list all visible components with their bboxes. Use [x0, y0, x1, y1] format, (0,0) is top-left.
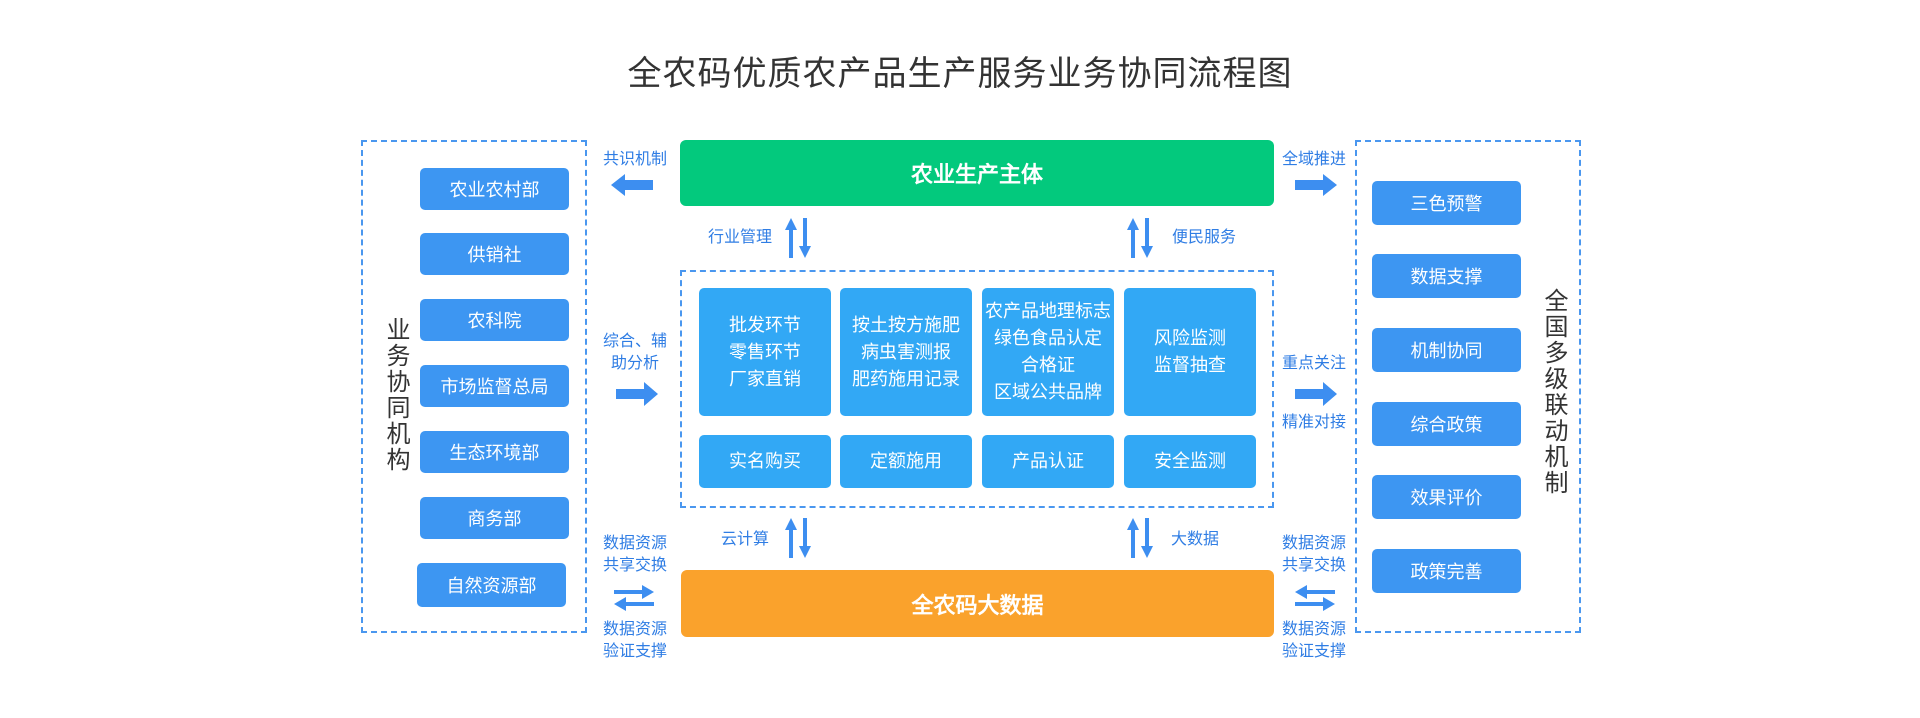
- left-panel: [361, 140, 587, 633]
- right-item-3: 综合政策: [1372, 402, 1521, 446]
- right-item-4: 效果评价: [1372, 475, 1521, 519]
- left-item-3: 市场监督总局: [420, 365, 569, 407]
- right-item-1: 数据支撑: [1372, 254, 1521, 298]
- tile-text: 厂家直销: [729, 368, 801, 390]
- label-bl-verify-1: 数据资源: [602, 619, 667, 638]
- label-focus: 重点关注: [1281, 353, 1346, 372]
- label-br-share-2: 共享交换: [1281, 555, 1346, 574]
- tile-footer-product-cert: 产品认证: [982, 435, 1114, 488]
- tile-fertilization: 按土按方施肥 病虫害测报 肥药施用记录: [840, 288, 972, 416]
- page-title: 全农码优质农产品生产服务业务协同流程图: [627, 54, 1293, 94]
- top-band-production-entity: 农业生产主体: [680, 140, 1274, 206]
- tile-text: 肥药施用记录: [852, 368, 960, 390]
- left-item-6: 自然资源部: [417, 563, 566, 607]
- tile-text: 风险监测: [1154, 328, 1226, 349]
- label-global-push: 全域推进: [1281, 149, 1346, 168]
- left-item-5: 商务部: [420, 497, 569, 539]
- tile-footer-quota-use: 定额施用: [840, 435, 972, 488]
- bottom-band-big-data: 全农码大数据: [681, 570, 1274, 637]
- arrow-right-icon: [1295, 382, 1337, 406]
- label-consensus: 共识机制: [602, 149, 667, 168]
- label-public-service: 便民服务: [1171, 227, 1236, 246]
- left-item-4: 生态环境部: [420, 431, 569, 473]
- right-item-0: 三色预警: [1372, 181, 1521, 225]
- left-panel-title: 业务协同机构: [382, 317, 410, 473]
- exchange-arrows-icon: [614, 585, 654, 611]
- label-br-verify-1: 数据资源: [1281, 619, 1346, 638]
- label-analysis-2: 助分析: [610, 353, 659, 372]
- tile-text: 按土按方施肥: [852, 314, 960, 336]
- tile-text: 批发环节: [729, 314, 801, 336]
- arrow-left-icon: [611, 174, 653, 196]
- left-item-1: 供销社: [420, 233, 569, 275]
- tile-risk-monitoring: 风险监测 监督抽查: [1124, 288, 1256, 416]
- right-item-5: 政策完善: [1372, 549, 1521, 593]
- label-industry-management: 行业管理: [707, 227, 772, 246]
- tile-footer-safety-monitoring: 安全监测: [1124, 435, 1256, 488]
- label-analysis-1: 综合、辅: [602, 331, 667, 350]
- up-down-arrows-icon: [1127, 518, 1153, 558]
- right-item-2: 机制协同: [1372, 328, 1521, 372]
- label-cloud-computing: 云计算: [720, 529, 769, 548]
- tile-certification: 农产品地理标志 绿色食品认定 合格证 区域公共品牌: [982, 288, 1114, 416]
- left-item-2: 农科院: [420, 299, 569, 341]
- label-br-share-1: 数据资源: [1281, 533, 1346, 552]
- arrow-right-icon: [616, 382, 658, 406]
- tile-text: 监督抽查: [1154, 355, 1226, 376]
- tile-text: 合格证: [1021, 355, 1075, 376]
- tile-text: 农产品地理标志: [985, 301, 1111, 322]
- center-panel: [680, 270, 1274, 508]
- up-down-arrows-icon: [785, 518, 811, 558]
- right-panel: [1355, 140, 1581, 633]
- right-panel-title: 全国多级联动机制: [1540, 288, 1568, 496]
- arrow-right-icon: [1295, 174, 1337, 196]
- label-precise-match: 精准对接: [1281, 412, 1346, 431]
- left-item-0: 农业农村部: [420, 168, 569, 210]
- tile-footer-real-name-purchase: 实名购买: [699, 435, 831, 488]
- exchange-arrows-icon: [1295, 585, 1335, 611]
- label-bl-share-2: 共享交换: [602, 555, 667, 574]
- up-down-arrows-icon: [785, 218, 811, 258]
- up-down-arrows-icon: [1127, 218, 1153, 258]
- tile-text: 零售环节: [729, 341, 801, 363]
- label-br-verify-2: 验证支撑: [1281, 641, 1346, 660]
- tile-text: 绿色食品认定: [994, 328, 1102, 349]
- label-big-data: 大数据: [1170, 529, 1219, 548]
- tile-text: 区域公共品牌: [994, 382, 1102, 403]
- label-bl-verify-2: 验证支撑: [602, 641, 667, 660]
- tile-wholesale: 批发环节 零售环节 厂家直销: [699, 288, 831, 416]
- tile-text: 病虫害测报: [861, 341, 951, 363]
- label-bl-share-1: 数据资源: [602, 533, 667, 552]
